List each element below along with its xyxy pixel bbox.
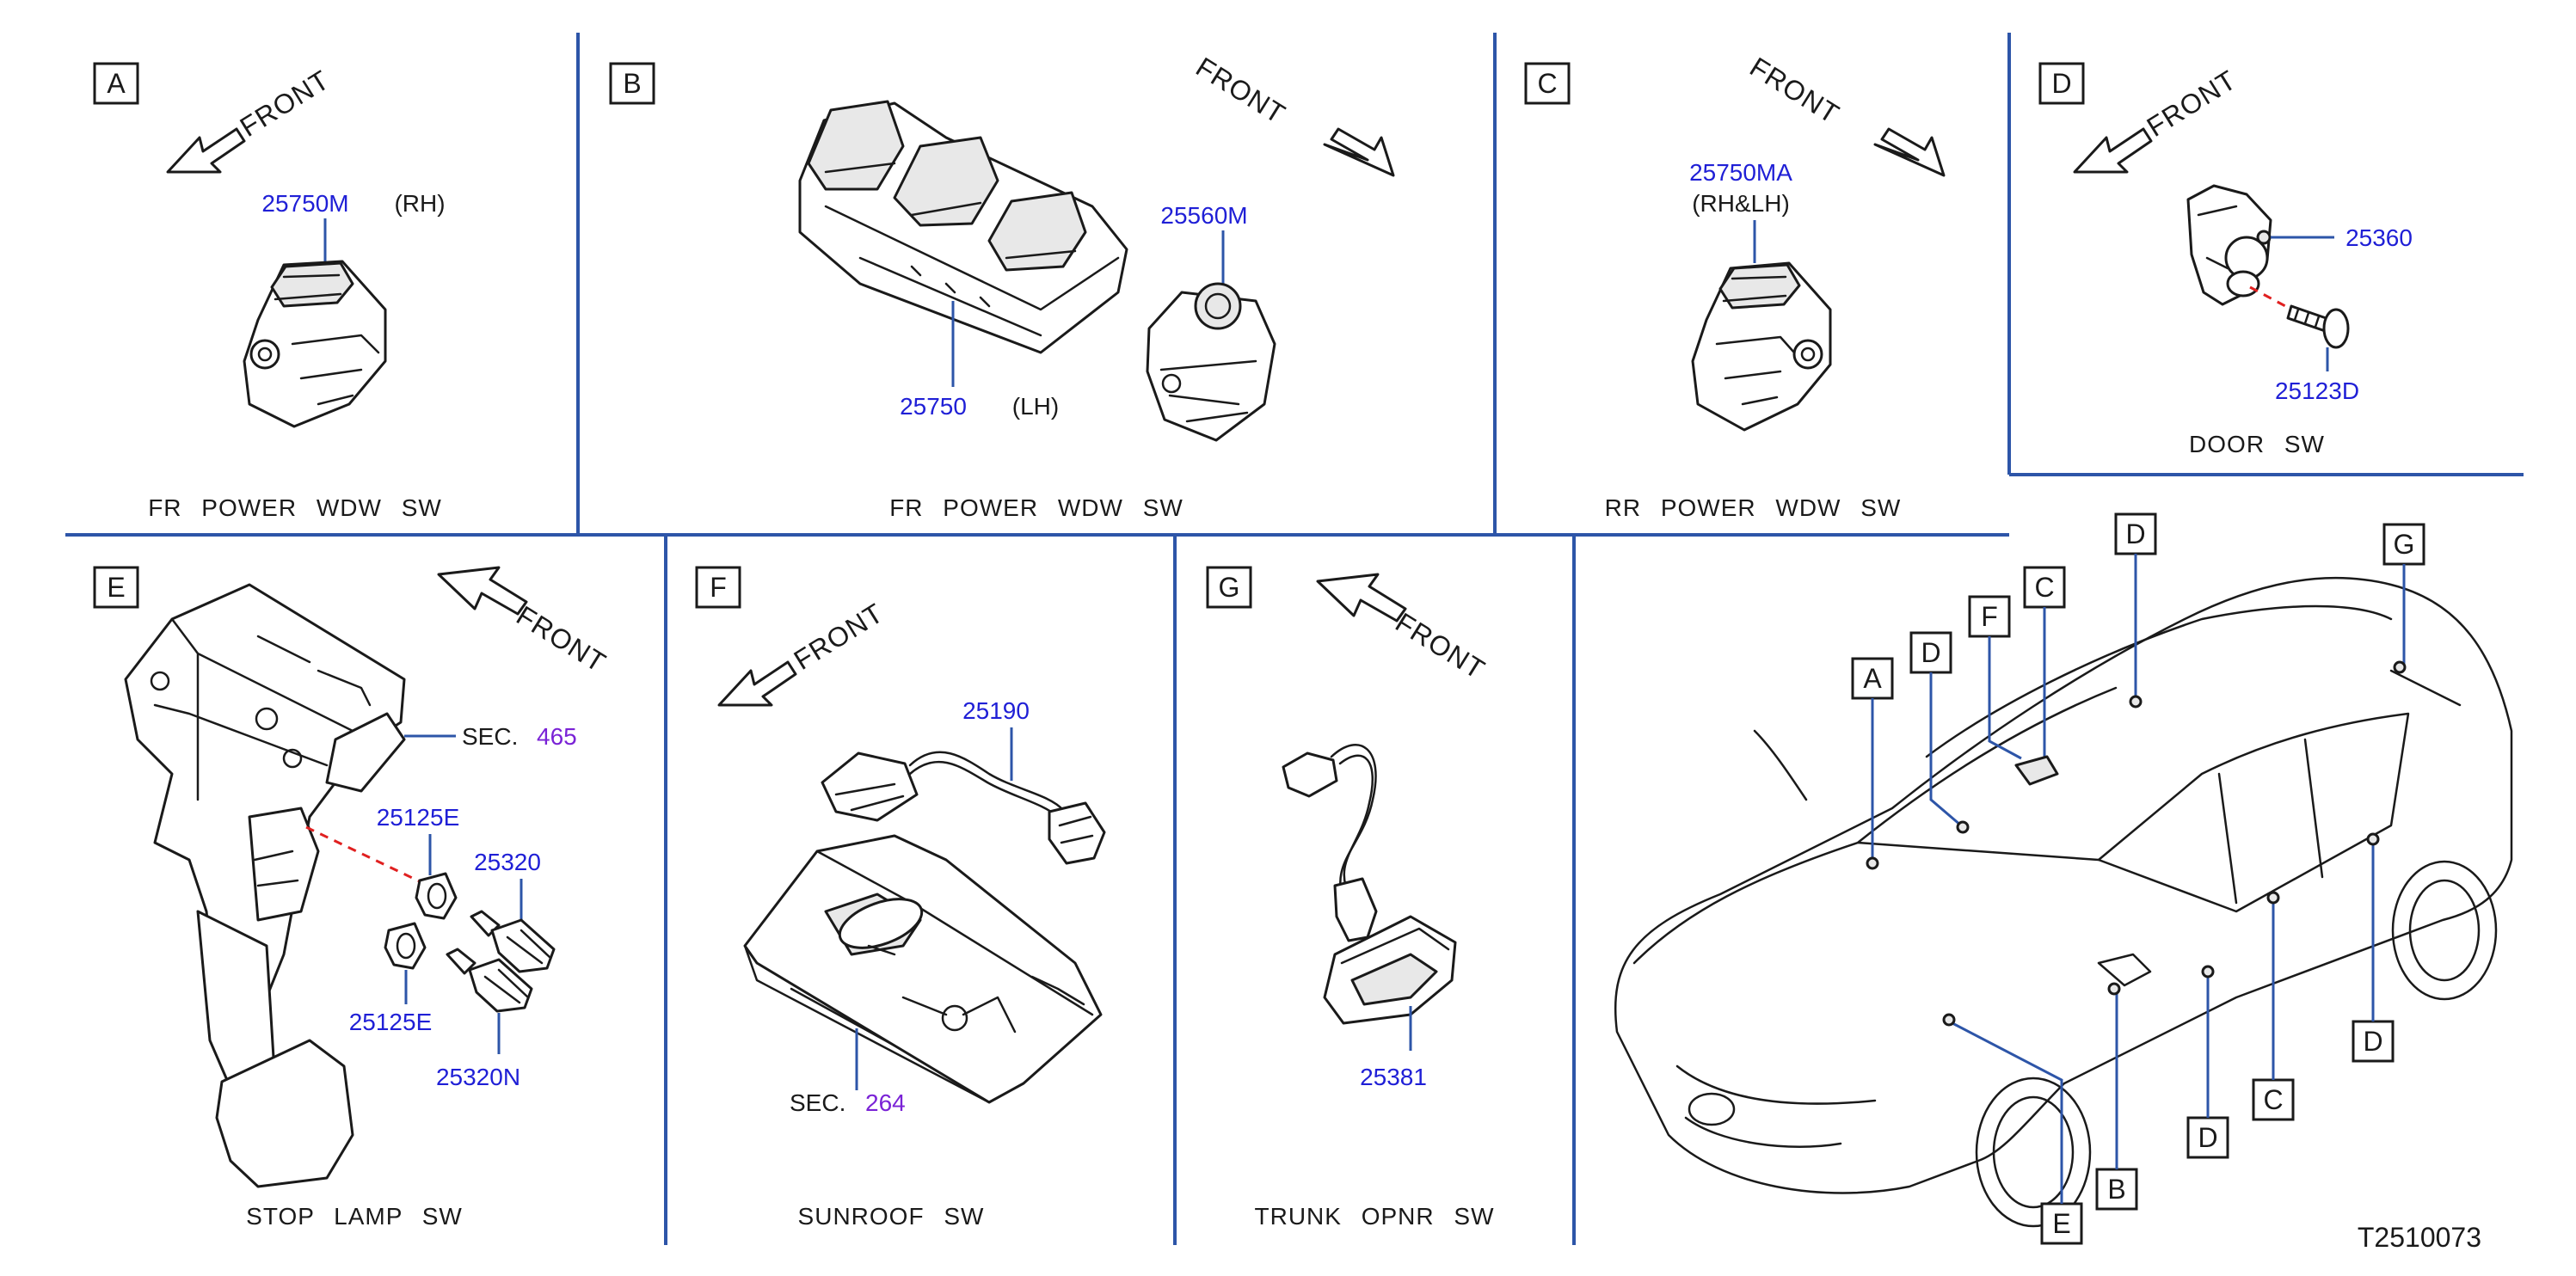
trunk-opener-switch-25381 xyxy=(1282,744,1457,1025)
vehicle-location-view: A D F C D G B E xyxy=(1614,512,2513,1245)
sec-prefix-f: SEC. xyxy=(790,1089,845,1116)
vehicle-outline xyxy=(1614,576,2513,1228)
door-switch-25360 xyxy=(2186,184,2272,306)
part-number-25125e-lower: 25125E xyxy=(349,1009,433,1035)
switch-25750m xyxy=(243,260,387,428)
panel-d: D FRONT 25360 25123D DOOR SW xyxy=(2038,62,2413,457)
part-number-25560m: 25560M xyxy=(1160,202,1247,229)
panel-f-letter: F xyxy=(710,572,727,603)
sec-ref-465: 465 xyxy=(537,723,577,750)
front-arrow-b: FRONT xyxy=(1190,51,1395,177)
sunroof-harness-25190 xyxy=(821,751,1106,865)
vehicle-callout-d3: D xyxy=(2198,1122,2217,1153)
vehicle-callout-f: F xyxy=(1981,601,1998,632)
front-label-a: FRONT xyxy=(235,64,335,143)
switch-25750ma xyxy=(1691,261,1832,432)
stop-lamp-switch-25320n xyxy=(446,948,533,1013)
caption-a: FR POWER WDW SW xyxy=(148,494,442,521)
panel-d-letter-box xyxy=(2038,62,2085,105)
front-arrow-c: FRONT xyxy=(1744,51,1946,177)
panel-c-letter: C xyxy=(1537,68,1557,99)
caption-c: RR POWER WDW SW xyxy=(1605,494,1902,521)
install-guide-e xyxy=(305,825,426,886)
front-label-c: FRONT xyxy=(1744,51,1845,130)
part-number-25190: 25190 xyxy=(962,697,1030,724)
panel-e: E FRONT SEC. 465 25125E 25320 xyxy=(93,566,612,1230)
panel-g: G FRONT 25381 TRUNK OPNR SW xyxy=(1206,566,1495,1230)
part-number-25320n: 25320N xyxy=(436,1064,520,1090)
caption-e: STOP LAMP SW xyxy=(246,1203,463,1230)
sunroof-switch-console xyxy=(743,834,1103,1104)
vehicle-callout-e: E xyxy=(2052,1208,2070,1239)
caption-d: DOOR SW xyxy=(2189,431,2325,457)
pedal-bracket xyxy=(124,583,406,1188)
part-number-25750m: 25750M xyxy=(261,190,348,217)
panel-f: F FRONT 25190 SEC. 264 SUNROOF SW xyxy=(695,566,1106,1230)
note-rh-lh: (RH&LH) xyxy=(1692,190,1790,217)
front-arrow-d: FRONT xyxy=(2073,64,2242,174)
front-label-g: FRONT xyxy=(1390,606,1491,685)
vehicle-callout-d1: D xyxy=(1921,637,1940,668)
caption-f: SUNROOF SW xyxy=(798,1203,985,1230)
caption-b: FR POWER WDW SW xyxy=(889,494,1183,521)
vehicle-callout-b: B xyxy=(2107,1174,2125,1205)
panel-g-letter-box xyxy=(1206,566,1252,609)
panel-g-letter: G xyxy=(1219,572,1240,603)
front-label-e: FRONT xyxy=(511,599,612,678)
panel-b: B FRONT 25750 (LH) 25560M FR POWER WDW S… xyxy=(609,51,1395,521)
panel-b-letter-box xyxy=(609,62,655,105)
screw-25123d xyxy=(2286,304,2350,349)
panel-a-letter: A xyxy=(107,68,126,99)
panel-d-letter: D xyxy=(2051,68,2071,99)
retainer-25125e-upper xyxy=(415,872,458,920)
panel-dividers xyxy=(65,33,2524,1245)
note-lh: (LH) xyxy=(1012,393,1059,420)
panel-a: A FRONT 25750M (RH) FR POWER WDW SW xyxy=(93,62,446,521)
front-arrow-f: FRONT xyxy=(717,597,889,707)
retainer-25125e-lower xyxy=(384,922,427,970)
vehicle-callout-c2: C xyxy=(2263,1084,2283,1115)
sec-prefix-e: SEC. xyxy=(462,723,518,750)
note-rh: (RH) xyxy=(394,190,445,217)
front-arrow-e: FRONT xyxy=(437,566,612,678)
part-number-25125e-upper: 25125E xyxy=(377,804,460,831)
front-label-d: FRONT xyxy=(2142,64,2242,143)
part-number-25381: 25381 xyxy=(1360,1064,1427,1090)
part-number-25320: 25320 xyxy=(474,849,541,875)
panel-c: C FRONT 25750MA (RH&LH) RR POWER WDW SW xyxy=(1524,51,1946,521)
part-number-25360: 25360 xyxy=(2345,224,2413,251)
caption-g: TRUNK OPNR SW xyxy=(1255,1203,1495,1230)
drawing-id: T2510073 xyxy=(2358,1222,2481,1253)
part-number-25750: 25750 xyxy=(900,393,967,420)
switch-25560m xyxy=(1146,282,1276,442)
panel-e-letter-box xyxy=(93,566,139,609)
vehicle-callout-d4: D xyxy=(2363,1026,2382,1057)
panel-c-letter-box xyxy=(1524,62,1571,105)
panel-b-letter: B xyxy=(623,68,641,99)
front-arrow-a: FRONT xyxy=(166,64,335,174)
panel-f-letter-box xyxy=(695,566,741,609)
front-label-f: FRONT xyxy=(789,597,889,676)
part-number-25123d: 25123D xyxy=(2275,377,2359,404)
panel-e-letter: E xyxy=(107,572,125,603)
stop-lamp-switch-25320 xyxy=(470,910,556,973)
sec-ref-264: 264 xyxy=(865,1089,906,1116)
switch-25750 xyxy=(798,100,1128,354)
vehicle-callout-a: A xyxy=(1863,663,1882,694)
part-number-25750ma: 25750MA xyxy=(1689,159,1792,186)
vehicle-callout-d2: D xyxy=(2125,518,2145,549)
panel-a-letter-box xyxy=(93,62,139,105)
vehicle-callout-c1: C xyxy=(2034,572,2054,603)
front-label-b: FRONT xyxy=(1190,51,1291,130)
vehicle-callout-g: G xyxy=(2394,529,2415,560)
front-arrow-g: FRONT xyxy=(1316,573,1491,685)
